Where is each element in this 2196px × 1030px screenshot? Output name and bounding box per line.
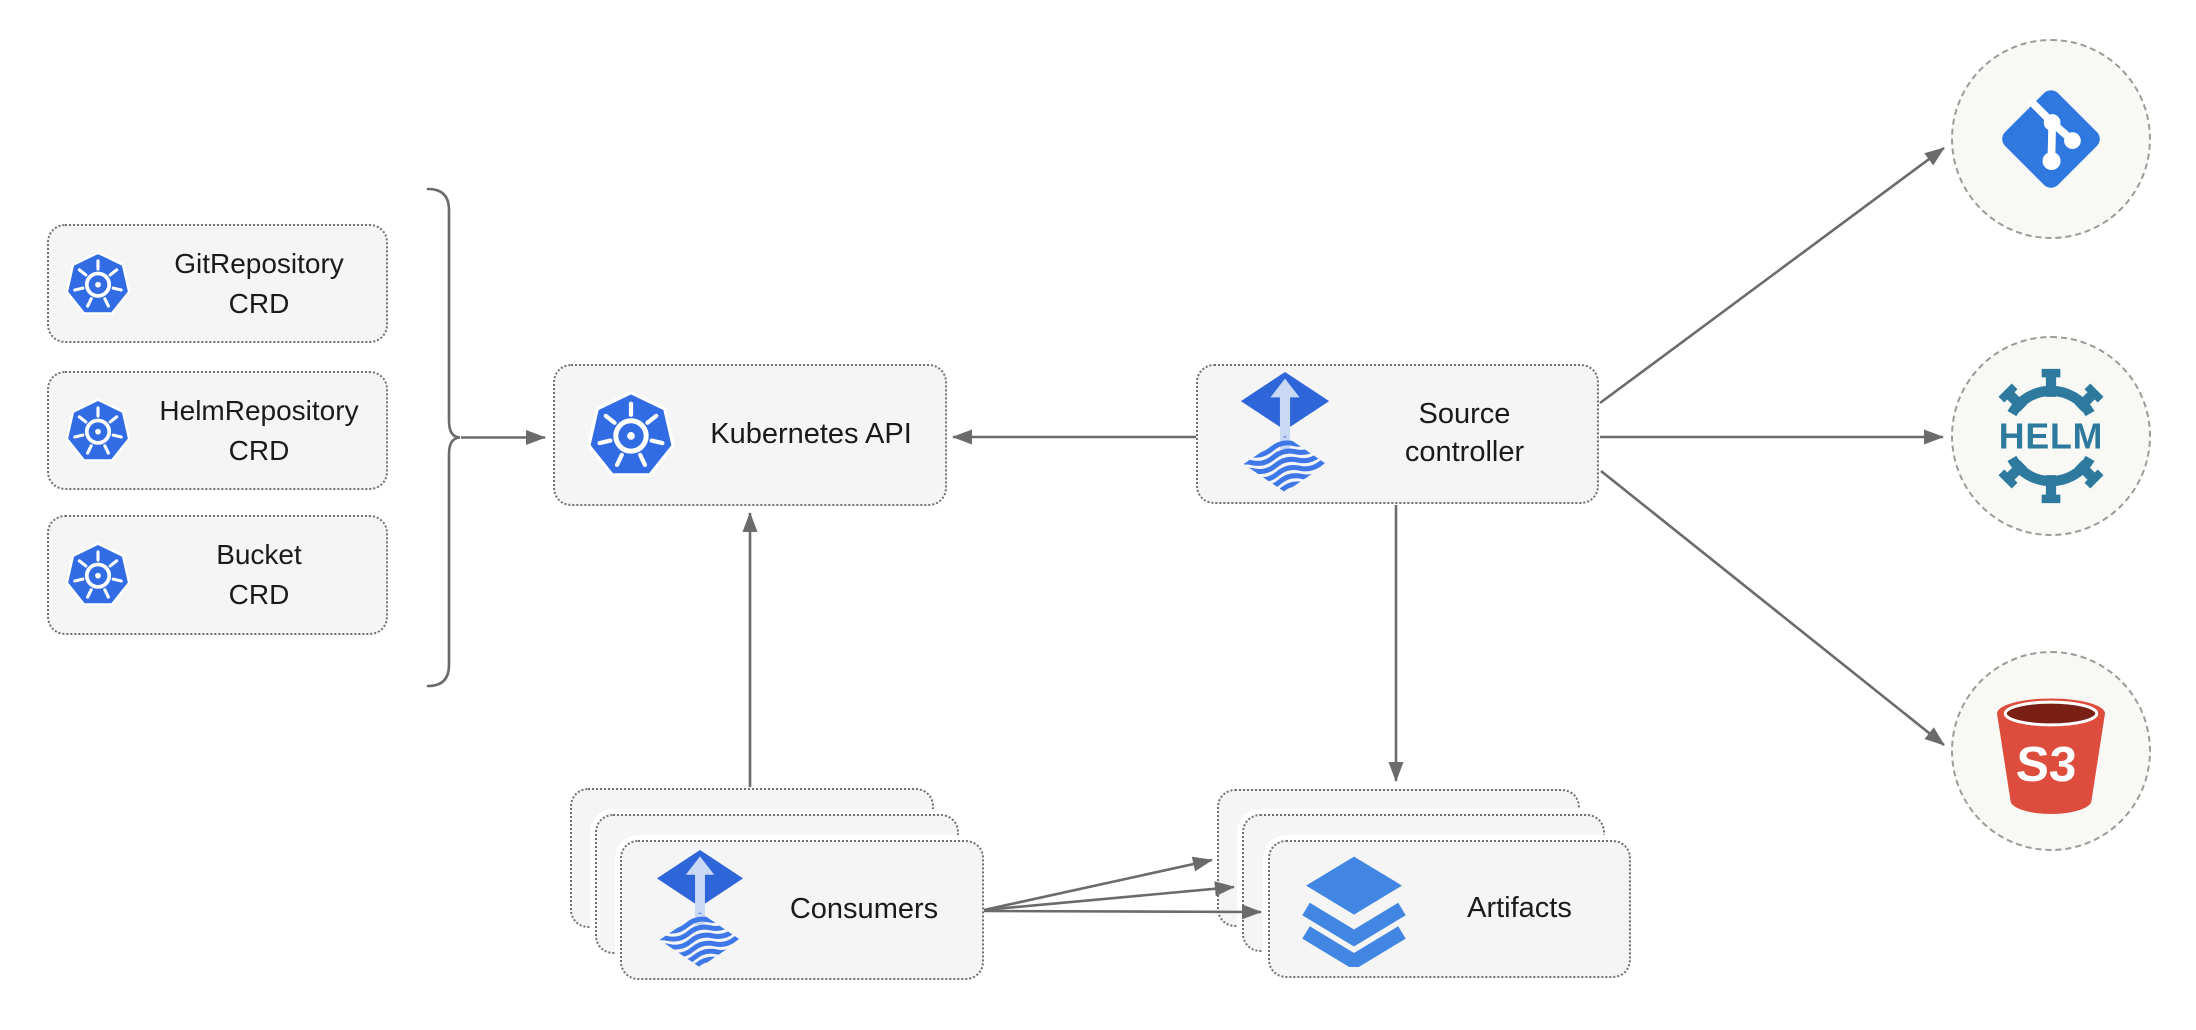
kubernetes-icon	[64, 397, 132, 465]
kubernetes-api-label: Kubernetes API	[710, 418, 912, 451]
source-controller-label-line1: Source	[1418, 398, 1511, 431]
kubernetes-icon	[585, 389, 677, 481]
crd-title: HelmRepository	[159, 394, 359, 426]
endpoint-git	[1951, 39, 2151, 239]
layers-icon	[1298, 851, 1410, 967]
crd-subtitle: CRD	[228, 287, 290, 319]
helm-label: HELM	[1999, 417, 2104, 457]
arrow-source-controller-to-s3	[1600, 469, 1945, 747]
git-icon	[1996, 84, 2106, 194]
node-artifacts: Artifacts	[1268, 840, 1631, 978]
node-kubernetes-api: Kubernetes API	[553, 364, 947, 506]
s3-bucket-icon: S3	[1976, 676, 2126, 826]
node-helmrepository-crd: HelmRepository CRD	[47, 371, 388, 490]
arrow-consumers-to-artifacts-2	[983, 881, 1235, 912]
endpoint-s3: S3	[1951, 651, 2151, 851]
flux-icon	[1238, 372, 1332, 496]
endpoint-helm: HELM	[1951, 336, 2151, 536]
flux-icon	[654, 850, 746, 971]
crd-subtitle: CRD	[228, 579, 290, 610]
node-source-controller: Source controller	[1196, 364, 1599, 504]
helm-wheel-icon: HELM	[1966, 351, 2136, 521]
kubernetes-icon	[64, 541, 132, 609]
crd-group-bracket	[426, 187, 461, 688]
s3-label: S3	[2015, 737, 2078, 792]
consumers-label: Consumers	[789, 893, 939, 926]
arrow-source-controller-to-git	[1599, 146, 1945, 405]
node-bucket-crd: Bucket CRD	[47, 515, 388, 635]
node-gitrepository-crd: GitRepository CRD	[47, 224, 388, 343]
crd-title: Bucket	[216, 539, 302, 571]
crd-title: GitRepository	[174, 247, 344, 279]
source-controller-label-line2: controller	[1404, 436, 1525, 468]
node-consumers: Consumers	[620, 840, 984, 980]
kubernetes-icon	[64, 250, 132, 318]
arrow-consumers-to-artifacts-1	[983, 856, 1213, 912]
crd-subtitle: CRD	[228, 434, 290, 466]
artifacts-label: Artifacts	[1467, 892, 1572, 925]
